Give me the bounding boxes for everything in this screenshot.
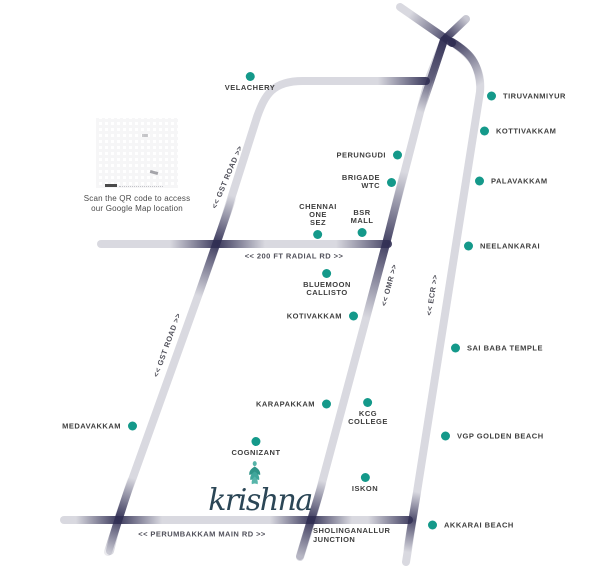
location-dot bbox=[313, 230, 323, 239]
location-label: VELACHERY bbox=[224, 83, 276, 92]
krishna-logo: krishna bbox=[208, 461, 313, 518]
marker-kcg-college: KCG COLLEGE bbox=[348, 398, 388, 426]
location-label: KOTIVAKKAM bbox=[286, 311, 342, 320]
marker-perungudi: PERUNGUDI bbox=[336, 150, 402, 160]
location-label: BSR MALL bbox=[350, 208, 374, 225]
location-dot bbox=[128, 421, 137, 431]
location-dot bbox=[360, 473, 370, 482]
location-dot bbox=[357, 228, 367, 237]
location-dot bbox=[480, 126, 489, 136]
marker-kottivakkam: KOTTIVAKKAM bbox=[480, 126, 557, 136]
road-label-perumbakkam: << PERUMBAKKAM MAIN RD >> bbox=[138, 529, 266, 539]
qr-remnant-dash bbox=[105, 184, 117, 187]
location-dot bbox=[464, 241, 473, 251]
location-dot bbox=[428, 520, 437, 530]
location-label: ISKON bbox=[351, 484, 379, 493]
location-dot bbox=[349, 311, 358, 321]
marker-karapakkam: KARAPAKKAM bbox=[255, 399, 331, 409]
location-dot bbox=[487, 91, 496, 101]
marker-brigade-wtc: BRIGADE WTC bbox=[342, 174, 396, 190]
location-label: VGP GOLDEN BEACH bbox=[457, 431, 544, 440]
location-label: BRIGADE WTC bbox=[341, 173, 380, 190]
qr-remnant-dotted-line bbox=[119, 186, 163, 187]
location-label: BLUEMOON CALLISTO bbox=[303, 280, 351, 297]
location-dot bbox=[387, 177, 396, 187]
qr-instructions-line1: Scan the QR code to access bbox=[83, 194, 191, 203]
marker-neelankarai: NEELANKARAI bbox=[464, 241, 541, 251]
road-gst bbox=[106, 77, 432, 555]
marker-kotivakkam: KOTIVAKKAM bbox=[286, 311, 358, 321]
location-label: TIRUVANMIYUR bbox=[503, 91, 566, 100]
marker-chennai-one-sez: CHENNAI ONE SEZ bbox=[299, 203, 337, 239]
location-label: NEELANKARAI bbox=[480, 241, 541, 250]
marker-palavakkam: PALAVAKKAM bbox=[475, 176, 548, 186]
location-dot bbox=[393, 150, 402, 160]
location-label: AKKARAI BEACH bbox=[444, 520, 514, 529]
marker-akkarai-beach: AKKARAI BEACH bbox=[428, 520, 514, 530]
junction-shading bbox=[72, 10, 484, 560]
location-dot bbox=[322, 269, 332, 278]
location-label: SAI BABA TEMPLE bbox=[467, 343, 543, 352]
location-label: PALAVAKKAM bbox=[491, 176, 548, 185]
qr-instructions: Scan the QR code to access our Google Ma… bbox=[84, 194, 191, 213]
qr-code-ghost bbox=[96, 118, 178, 188]
marker-vgp-golden-beach: VGP GOLDEN BEACH bbox=[441, 431, 544, 441]
marker-bsr-mall: BSR MALL bbox=[351, 209, 374, 237]
location-dot bbox=[441, 431, 450, 441]
location-dot bbox=[251, 437, 261, 446]
qr-instructions-line2: our Google Map location bbox=[91, 203, 183, 213]
location-dot bbox=[322, 399, 331, 409]
marker-iskon: ISKON bbox=[352, 473, 378, 493]
location-label: KARAPAKKAM bbox=[255, 399, 315, 408]
marker-cognizant: COGNIZANT bbox=[231, 437, 280, 457]
location-dot bbox=[475, 176, 484, 186]
location-label: CHENNAI ONE SEZ bbox=[299, 202, 337, 227]
location-dot bbox=[363, 398, 373, 407]
location-label: MEDAVAKKAM bbox=[62, 421, 121, 430]
road-label-200ft-radial: << 200 FT RADIAL RD >> bbox=[244, 251, 344, 261]
marker-velachery: VELACHERY bbox=[225, 72, 275, 92]
qr-remnant-speck bbox=[142, 134, 148, 137]
marker-tiruvanmiyur: TIRUVANMIYUR bbox=[487, 91, 566, 101]
location-dot bbox=[451, 343, 460, 353]
marker-sai-baba-temple: SAI BABA TEMPLE bbox=[451, 343, 543, 353]
marker-medavakkam: MEDAVAKKAM bbox=[62, 421, 137, 431]
marker-bluemoon-callisto: BLUEMOON CALLISTO bbox=[303, 269, 351, 297]
location-label: COGNIZANT bbox=[231, 448, 281, 457]
location-label: KCG COLLEGE bbox=[348, 409, 388, 426]
logo-wordmark: krishna bbox=[208, 483, 313, 518]
lotus-leaf-icon bbox=[246, 461, 263, 490]
location-label: PERUNGUDI bbox=[336, 150, 386, 159]
marker-sholinganallur-junction: SHOLINGANALLUR JUNCTION bbox=[313, 526, 391, 544]
location-dot bbox=[245, 72, 255, 81]
location-label: KOTTIVAKKAM bbox=[496, 126, 557, 135]
